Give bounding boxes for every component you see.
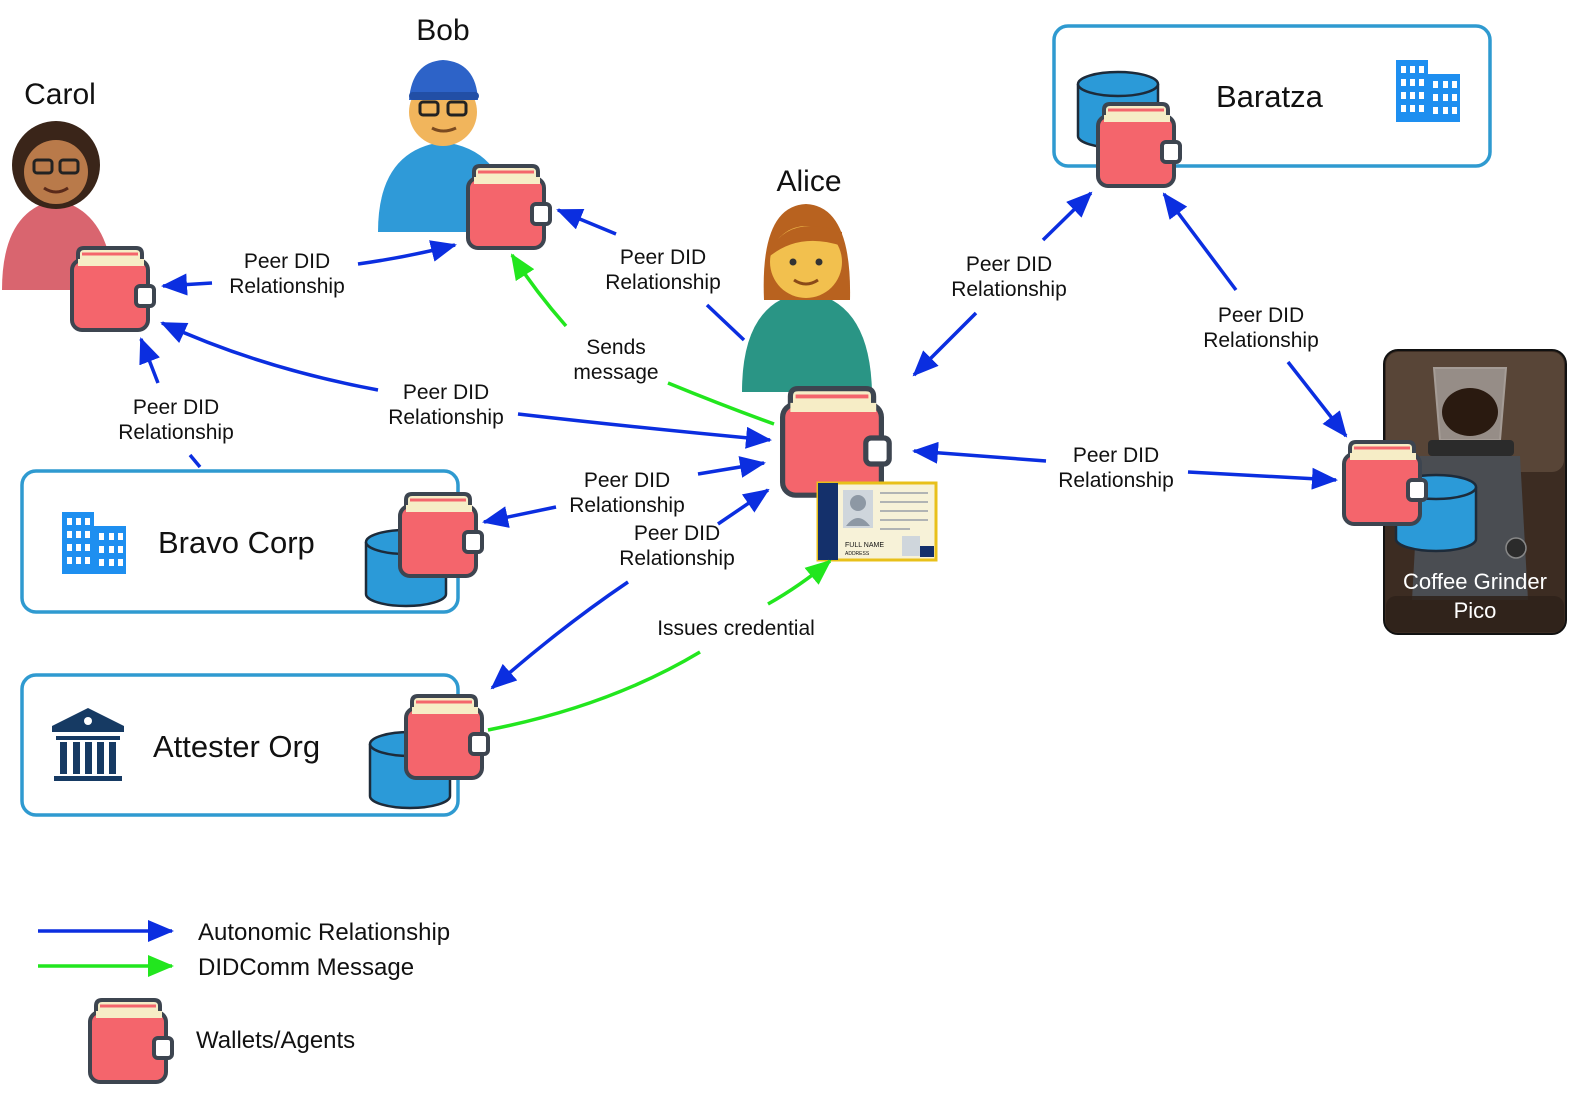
edges-didcomm xyxy=(487,253,832,732)
svg-text:Relationship: Relationship xyxy=(1058,469,1174,492)
edge-carol-bob xyxy=(161,273,213,296)
label-baratza-pico: Peer DID Relationship xyxy=(1203,304,1319,352)
label-alice-pico: Peer DID Relationship xyxy=(1058,444,1174,492)
label-sends-message: Sends message xyxy=(573,336,658,384)
pico-wallet-icon[interactable] xyxy=(1342,440,1428,526)
svg-text:Autonomic Relationship: Autonomic Relationship xyxy=(198,919,450,946)
svg-text:Peer DID: Peer DID xyxy=(584,469,670,492)
person-bob[interactable]: Bob xyxy=(378,14,510,232)
svg-text:Peer DID: Peer DID xyxy=(133,396,219,419)
person-alice[interactable]: Alice xyxy=(742,165,872,392)
attester-org[interactable]: Attester Org xyxy=(20,673,460,817)
svg-text:Peer DID: Peer DID xyxy=(1073,444,1159,467)
carol-wallet-icon[interactable] xyxy=(70,246,156,332)
label-carol-bob: Peer DID Relationship xyxy=(229,250,345,298)
edge-alice-baratza-a xyxy=(1041,191,1093,242)
edge-baratza-pico-a xyxy=(1162,192,1238,292)
svg-text:Relationship: Relationship xyxy=(229,275,345,298)
credential-address-field: ADDRESS xyxy=(845,551,870,557)
edge-alice-attester-a xyxy=(717,488,770,526)
edge-issues-credential-a xyxy=(767,559,832,606)
label-alice-bravo: Peer DID Relationship xyxy=(562,466,692,517)
svg-text:Peer DID: Peer DID xyxy=(966,253,1052,276)
attester-wallet-icon[interactable] xyxy=(404,694,490,780)
device-label-line2: Pico xyxy=(1454,598,1497,623)
svg-text:Peer DID: Peer DID xyxy=(244,250,330,273)
svg-text:Relationship: Relationship xyxy=(605,271,721,294)
label-carol-alice: Peer DID Relationship xyxy=(388,381,504,429)
edges-autonomic xyxy=(139,191,1348,690)
alice-name: Alice xyxy=(776,165,841,198)
label-carol-bravo: Peer DID Relationship xyxy=(118,396,234,444)
edge-alice-bob-a xyxy=(556,208,617,236)
svg-text:Peer DID: Peer DID xyxy=(1218,304,1304,327)
svg-text:message: message xyxy=(573,361,658,384)
svg-text:Wallets/Agents: Wallets/Agents xyxy=(196,1027,355,1054)
svg-text:Sends: Sends xyxy=(586,336,646,359)
edge-alice-bravo-b xyxy=(482,505,557,528)
edge-alice-bob-b xyxy=(705,303,746,342)
edge-sends-message-a xyxy=(510,253,568,328)
svg-text:DIDComm Message: DIDComm Message xyxy=(198,954,414,981)
edge-sends-message-b xyxy=(667,381,775,426)
svg-text:Relationship: Relationship xyxy=(951,278,1067,301)
bravo-corp-name: Bravo Corp xyxy=(158,525,315,560)
edge-labels: Peer DID Relationship Peer DID Relations… xyxy=(118,246,1319,640)
edge-alice-attester-b xyxy=(490,580,629,690)
alice-avatar-icon xyxy=(742,204,872,392)
label-alice-attester: Peer DID Relationship xyxy=(619,522,735,570)
driver-license-icon[interactable]: FULL NAME ADDRESS xyxy=(816,481,938,562)
svg-text:Relationship: Relationship xyxy=(118,421,234,444)
bravo-corp-org[interactable]: Bravo Corp xyxy=(20,469,460,614)
svg-text:Relationship: Relationship xyxy=(619,547,735,570)
legend-autonomic: Autonomic Relationship xyxy=(38,919,450,946)
alice-wallet-icon[interactable] xyxy=(783,389,890,496)
carol-name: Carol xyxy=(24,78,96,111)
bravo-wallet-icon[interactable] xyxy=(398,492,484,578)
label-issues-credential: Issues credential xyxy=(657,617,815,640)
label-alice-baratza: Peer DID Relationship xyxy=(951,253,1067,301)
baratza-wallet-icon[interactable] xyxy=(1096,102,1182,188)
svg-text:Peer DID: Peer DID xyxy=(634,522,720,545)
baratza-name: Baratza xyxy=(1216,79,1324,114)
legend: Autonomic Relationship DIDComm Message W… xyxy=(38,919,450,1084)
svg-text:Peer DID: Peer DID xyxy=(620,246,706,269)
label-alice-bob: Peer DID Relationship xyxy=(605,246,721,294)
edge-carol-alice-b xyxy=(517,412,772,449)
edge-issues-credential-b xyxy=(487,650,701,732)
svg-text:Relationship: Relationship xyxy=(1203,329,1319,352)
bank-icon xyxy=(52,708,124,781)
svg-text:Issues credential: Issues credential xyxy=(657,617,815,640)
edge-alice-bravo-a xyxy=(697,456,766,478)
bob-wallet-icon[interactable] xyxy=(466,164,552,250)
edge-alice-pico-b xyxy=(1187,467,1338,490)
edge-carol-bravo-a xyxy=(139,337,160,384)
edge-carol-bob-b xyxy=(357,240,457,266)
wallet-icon xyxy=(88,998,174,1084)
edge-alice-baratza-b xyxy=(912,311,978,377)
svg-text:Relationship: Relationship xyxy=(388,406,504,429)
legend-wallets: Wallets/Agents xyxy=(88,998,355,1084)
bob-name: Bob xyxy=(416,14,469,47)
svg-text:Relationship: Relationship xyxy=(569,494,685,517)
edge-carol-alice-a xyxy=(160,321,379,392)
edge-carol-bravo-b xyxy=(188,453,202,469)
device-label-line1: Coffee Grinder xyxy=(1403,569,1547,594)
legend-didcomm: DIDComm Message xyxy=(38,954,414,981)
svg-text:Peer DID: Peer DID xyxy=(403,381,489,404)
attester-org-name: Attester Org xyxy=(153,729,320,764)
edge-baratza-pico-b xyxy=(1286,360,1348,438)
edge-alice-pico-a xyxy=(912,441,1047,464)
credential-name-field: FULL NAME xyxy=(845,542,884,549)
